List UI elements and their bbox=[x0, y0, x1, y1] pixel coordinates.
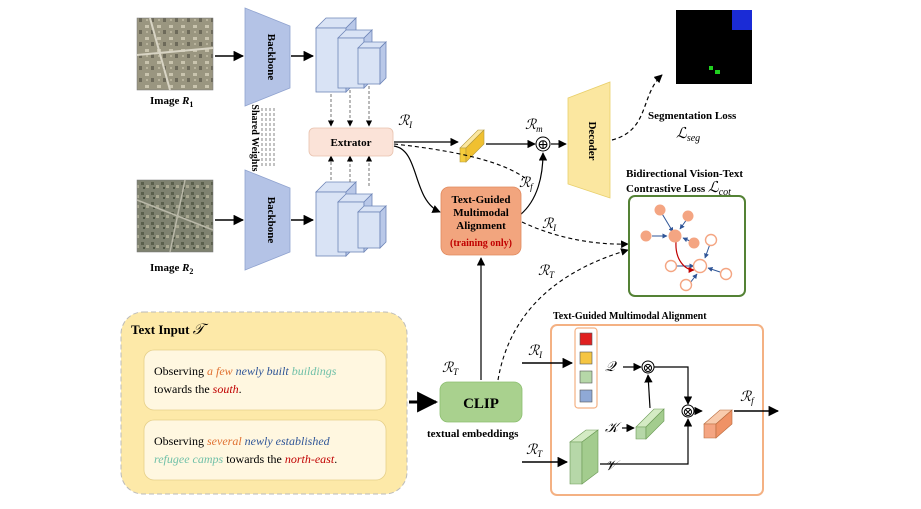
contrastive-graph bbox=[640, 204, 733, 292]
backbone-bottom bbox=[244, 169, 291, 271]
image-r2-caption: Image R2 bbox=[150, 262, 193, 276]
sentence-1-line2: towards the south. bbox=[154, 382, 242, 396]
sentence-2-line1: Observing several newly established bbox=[154, 434, 331, 448]
label-Rf-detail: ℛf bbox=[740, 390, 755, 406]
image-r2 bbox=[136, 179, 214, 253]
token-blue bbox=[579, 389, 593, 403]
label-Q: 𝒬 bbox=[605, 360, 617, 375]
oplus-node bbox=[535, 136, 551, 152]
clip-label: CLIP bbox=[463, 396, 499, 412]
segmentation-blue-region bbox=[732, 10, 752, 30]
otimes-symbol-1: ⊗ bbox=[643, 360, 654, 375]
tgma-box bbox=[440, 186, 522, 256]
backbone-bottom-label: Backbone bbox=[265, 197, 277, 244]
extractor-box bbox=[308, 127, 394, 157]
otimes-symbol-2: ⊗ bbox=[683, 404, 694, 419]
output-cube-Rf bbox=[703, 409, 733, 439]
label-RI-detail: ℛI bbox=[528, 344, 543, 360]
label-RI-top: ℛI bbox=[398, 114, 413, 130]
segmentation-loss-symbol: ℒseg bbox=[676, 126, 700, 144]
encoder-blocks-bottom bbox=[315, 181, 387, 257]
textual-embeddings-label: textual embeddings bbox=[427, 428, 519, 440]
backbone-top bbox=[244, 7, 291, 107]
segmentation-loss-title: Segmentation Loss bbox=[648, 110, 737, 122]
label-RI-mid: ℛI bbox=[542, 217, 557, 233]
shared-weights-lines bbox=[261, 108, 275, 168]
sentence-1-line1: Observing a few newly built buildings bbox=[154, 364, 337, 378]
backbone-top-label: Backbone bbox=[265, 34, 277, 81]
tgma-line4: (training only) bbox=[450, 238, 512, 249]
tgma-line1: Text-Guided bbox=[452, 194, 511, 206]
token-green bbox=[579, 370, 593, 384]
segmentation-green-2 bbox=[715, 70, 720, 74]
extractor-label: Extrator bbox=[331, 137, 372, 149]
decoder-box bbox=[567, 81, 611, 199]
label-Rf: ℛf bbox=[519, 176, 534, 192]
oplus-symbol: ⊕ bbox=[537, 138, 549, 153]
shared-weights-label: Shared Weights bbox=[249, 104, 260, 171]
token-yellow bbox=[579, 351, 593, 365]
image-r2-road bbox=[136, 179, 214, 253]
sentence-box-1 bbox=[143, 349, 387, 411]
token-red bbox=[579, 332, 593, 346]
contrastive-loss-line2: Contrastive Loss ℒcot bbox=[626, 180, 731, 198]
tgma-line2: Multimodal bbox=[453, 207, 509, 219]
feature-cube-RI bbox=[459, 129, 485, 163]
label-RT-clip: ℛT bbox=[442, 361, 459, 377]
label-RT-mid: ℛT bbox=[538, 264, 555, 280]
key-cube bbox=[635, 408, 665, 440]
sentence-2-line2: refugee camps towards the north-east. bbox=[154, 452, 337, 466]
tgma-line3: Alignment bbox=[456, 220, 506, 232]
decoder-label: Decoder bbox=[586, 121, 598, 160]
label-Rm: ℛm bbox=[525, 118, 543, 134]
encoder-blocks-top bbox=[315, 17, 387, 93]
text-input-title: Text Input 𝒯 bbox=[131, 322, 209, 338]
image-r1-caption: Image R1 bbox=[150, 95, 193, 109]
segmentation-green-1 bbox=[709, 66, 713, 70]
image-r1-road bbox=[136, 17, 214, 91]
token-column bbox=[574, 327, 598, 409]
contrastive-loss-line1: Bidirectional Vision-Text bbox=[626, 168, 743, 180]
label-RT-detail: ℛT bbox=[526, 443, 543, 459]
value-cube bbox=[569, 429, 599, 485]
sentence-box-2 bbox=[143, 419, 387, 481]
detail-panel-title: Text-Guided Multimodal Alignment bbox=[553, 311, 707, 322]
clip-box bbox=[439, 381, 523, 423]
